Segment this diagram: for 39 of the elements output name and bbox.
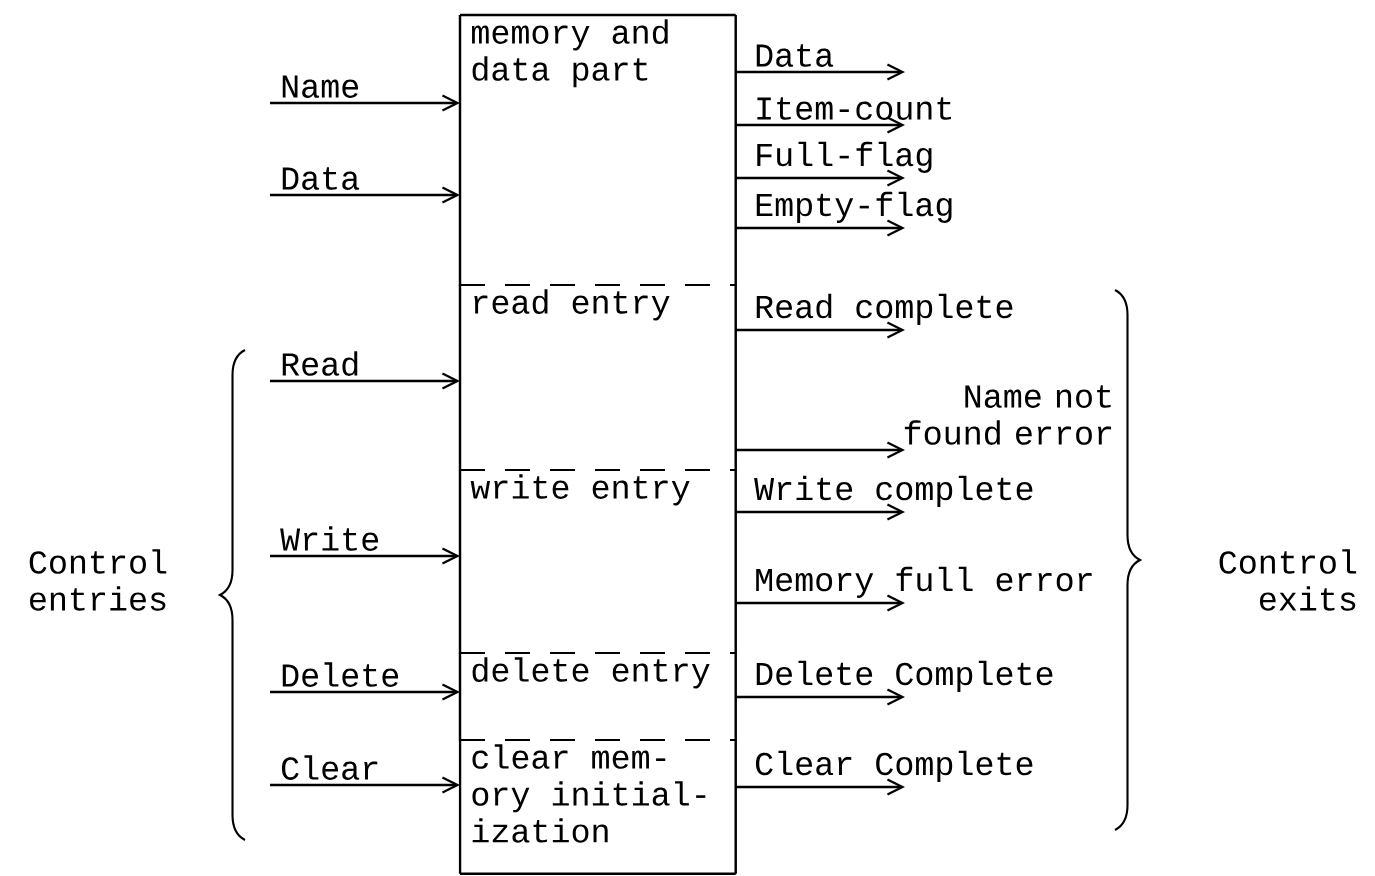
arrow bbox=[735, 219, 905, 237]
arrow bbox=[270, 776, 460, 794]
signal-label: Memory full error bbox=[756, 566, 1092, 598]
signal-label: Name not found error bbox=[904, 385, 1112, 445]
signal-label: Delete Complete bbox=[756, 660, 1053, 692]
arrow bbox=[735, 503, 905, 521]
arrow bbox=[270, 186, 460, 204]
signal-label: Name bbox=[282, 75, 359, 98]
arrow bbox=[735, 63, 905, 81]
arrow bbox=[735, 778, 905, 796]
group-label: Control exits bbox=[1219, 549, 1357, 611]
signal-label: Read complete bbox=[756, 293, 1013, 325]
arrow bbox=[735, 441, 905, 459]
block-section: delete entry bbox=[458, 651, 737, 741]
signal-label: Write complete bbox=[754, 475, 1033, 507]
group-label: Control entries bbox=[29, 549, 167, 611]
arrow bbox=[735, 321, 905, 339]
block-section: memory and data part bbox=[458, 13, 737, 286]
arrow bbox=[270, 372, 460, 390]
arrow bbox=[735, 688, 905, 706]
arrow bbox=[270, 547, 460, 565]
signal-label: Write bbox=[280, 526, 379, 551]
signal-label: Delete bbox=[282, 662, 399, 687]
arrow bbox=[735, 116, 905, 134]
block-section: write entry bbox=[458, 468, 737, 654]
signal-label: Data bbox=[756, 44, 834, 67]
arrow bbox=[270, 683, 460, 701]
arrow bbox=[270, 94, 460, 112]
signal-label: Full-flag bbox=[757, 141, 932, 173]
block-section: read entry bbox=[458, 283, 737, 471]
signal-label: Data bbox=[282, 167, 360, 190]
signal-label: Clear Complete bbox=[755, 750, 1033, 782]
signal-label: Item-count bbox=[757, 97, 951, 120]
arrow bbox=[735, 169, 905, 187]
signal-label: Clear bbox=[281, 755, 378, 780]
arrow bbox=[735, 594, 905, 612]
signal-label: Read bbox=[282, 351, 358, 376]
block-section: clear mem- ory initial- ization bbox=[458, 738, 737, 875]
signal-label: Empty-flag bbox=[756, 191, 952, 223]
